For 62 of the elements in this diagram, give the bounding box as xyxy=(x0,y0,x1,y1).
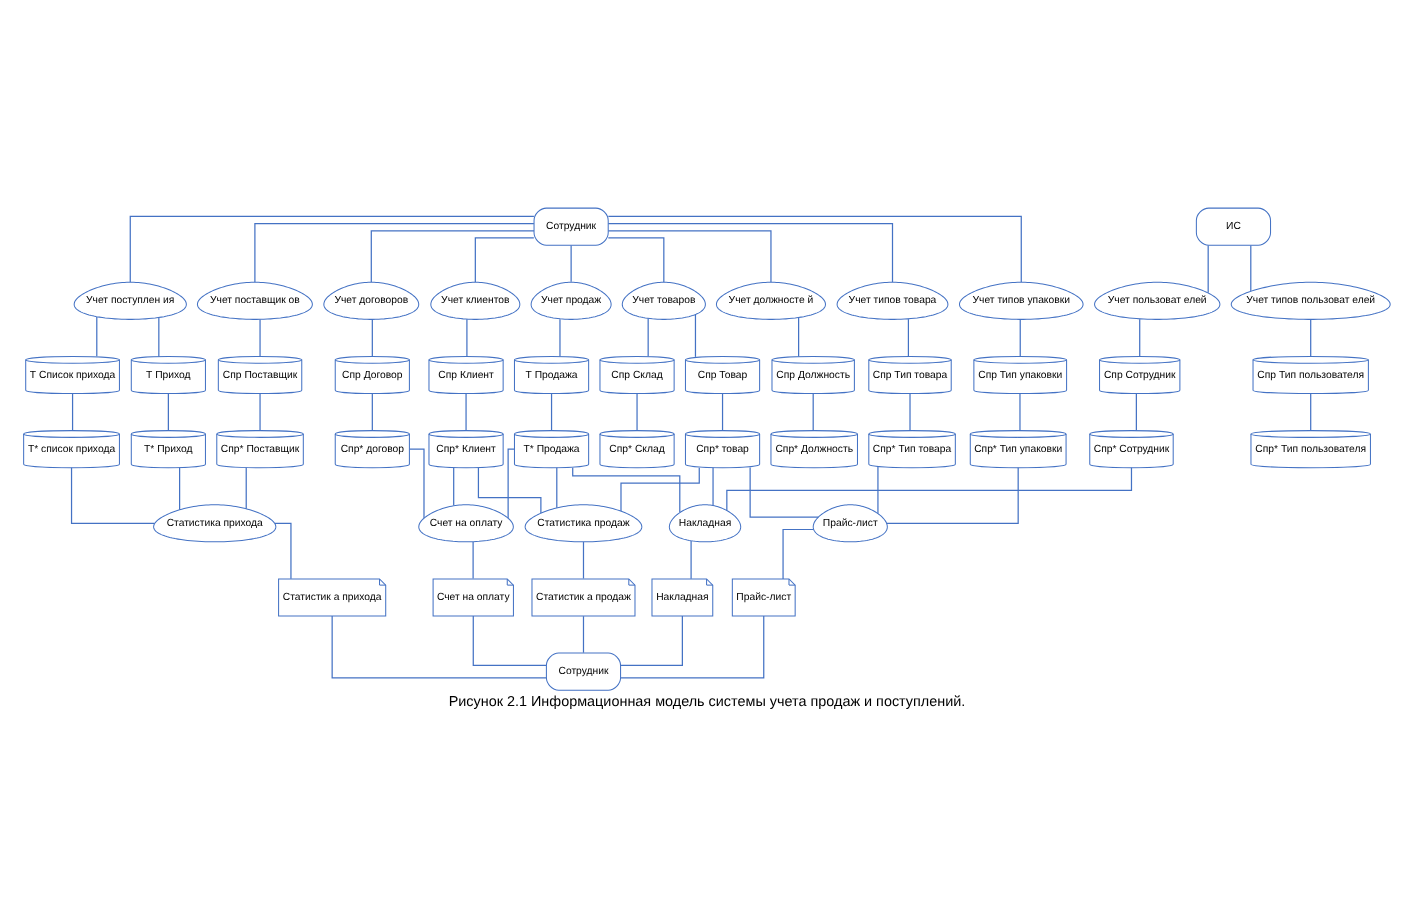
connector xyxy=(370,392,372,430)
connector xyxy=(549,392,552,430)
connector xyxy=(906,317,909,356)
connector xyxy=(69,466,155,523)
connector xyxy=(1138,317,1140,356)
connector xyxy=(1249,243,1251,291)
connector xyxy=(1018,392,1020,430)
connector xyxy=(369,229,534,282)
connector xyxy=(876,465,878,514)
connector xyxy=(720,392,723,430)
connector xyxy=(506,447,514,518)
connector xyxy=(569,243,571,282)
connector xyxy=(178,466,180,510)
connector xyxy=(258,392,260,430)
connector xyxy=(606,221,893,282)
connector xyxy=(1309,317,1311,356)
connector xyxy=(646,316,648,356)
connector xyxy=(128,214,534,282)
connector xyxy=(555,466,557,508)
connector xyxy=(157,316,159,357)
connector xyxy=(473,236,534,282)
connector xyxy=(748,465,818,517)
connector xyxy=(811,392,813,430)
connector xyxy=(606,236,664,282)
connector xyxy=(95,315,97,356)
connector xyxy=(244,466,246,509)
connector xyxy=(471,614,546,666)
connector xyxy=(471,540,473,579)
connector xyxy=(581,540,584,579)
connector xyxy=(465,317,467,356)
connector xyxy=(606,214,1021,282)
connector xyxy=(1309,392,1311,430)
connector xyxy=(70,392,73,430)
connector xyxy=(1018,317,1020,356)
connector xyxy=(606,229,771,282)
connector xyxy=(635,392,637,430)
connector xyxy=(571,466,680,512)
connector xyxy=(476,466,541,513)
connector xyxy=(273,521,291,579)
connector xyxy=(711,466,713,505)
connector xyxy=(370,317,372,356)
connector xyxy=(452,466,454,505)
connector xyxy=(253,221,534,282)
connector xyxy=(581,614,584,653)
connector xyxy=(908,392,910,430)
connector xyxy=(725,466,1132,510)
connector xyxy=(166,392,168,430)
connector xyxy=(693,313,696,357)
connector xyxy=(1206,243,1208,293)
connector xyxy=(407,447,424,518)
connector xyxy=(885,466,1018,523)
connector xyxy=(258,317,260,356)
connector xyxy=(619,614,764,678)
connector xyxy=(618,614,682,666)
connector xyxy=(781,527,814,579)
connector xyxy=(689,539,691,579)
connector xyxy=(1134,392,1136,430)
connector xyxy=(330,614,546,678)
connector xyxy=(797,316,799,357)
connector xyxy=(619,466,699,511)
connector xyxy=(558,317,560,356)
connector xyxy=(464,392,466,430)
